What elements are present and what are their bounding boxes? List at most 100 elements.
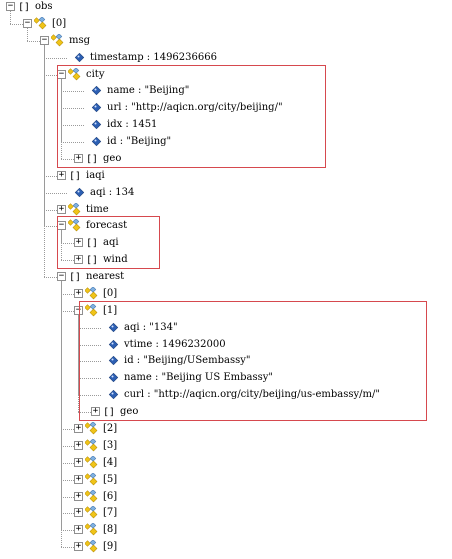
tree-node[interactable]: id : "Beijing/USembassy"	[0, 354, 452, 368]
value-icon	[108, 372, 120, 384]
tree-guide-line	[61, 142, 84, 143]
expand-toggle[interactable]: +	[74, 524, 83, 534]
expand-toggle[interactable]: +	[74, 491, 83, 501]
tree-node-label: city	[86, 69, 105, 80]
expand-toggle[interactable]: +	[57, 204, 66, 214]
array-icon: []	[69, 171, 82, 182]
tree-node[interactable]: +[6]	[0, 489, 452, 504]
tree-guide-line	[61, 108, 84, 109]
tree-node-label: vtime : 1496232000	[124, 339, 226, 350]
tree-node-label: [4]	[103, 457, 118, 468]
expand-toggle[interactable]: +	[74, 237, 83, 247]
tree-node[interactable]: vtime : 1496232000	[0, 338, 452, 352]
value-icon	[91, 136, 103, 148]
tree-node-label: wind	[103, 254, 128, 265]
tree-guide-line	[61, 311, 74, 312]
tree-node-label: curl : "http://aqicn.org/city/beijing/us…	[124, 389, 380, 400]
tree-node[interactable]: + [8]	[0, 522, 452, 537]
tree-node[interactable]: name : "Beijing"	[0, 84, 452, 98]
collapse-toggle[interactable]: −	[74, 305, 83, 315]
expand-toggle[interactable]: +	[91, 406, 100, 416]
tree-node[interactable]: curl : "http://aqicn.org/city/beijing/us…	[0, 388, 452, 402]
tree-guide-line	[44, 45, 45, 277]
object-icon	[84, 455, 99, 470]
collapse-toggle[interactable]: −	[23, 18, 32, 28]
collapse-toggle[interactable]: −	[40, 35, 49, 45]
object-icon	[67, 218, 82, 233]
tree-node[interactable]: + [2]	[0, 421, 452, 436]
tree-node[interactable]: + time	[0, 202, 452, 217]
tree-node[interactable]: +[] wind	[0, 253, 452, 267]
tree-node-label: iaqi	[86, 170, 105, 181]
tree-node[interactable]: aqi : "134"	[0, 321, 452, 335]
tree-node[interactable]: +[]geo	[0, 405, 452, 419]
expand-toggle[interactable]: +	[74, 288, 83, 298]
array-icon: []	[86, 255, 99, 266]
array-icon: []	[86, 238, 99, 249]
tree-node-label: obs	[35, 1, 53, 12]
tree-guide-line	[61, 243, 74, 244]
tree-node[interactable]: +[]geo	[0, 152, 452, 166]
expand-toggle[interactable]: +	[74, 507, 83, 517]
expand-toggle[interactable]: +	[74, 440, 83, 450]
expand-toggle[interactable]: +	[74, 423, 83, 433]
tree-node-label: nearest	[86, 271, 125, 282]
array-icon: []	[18, 2, 31, 13]
object-icon	[84, 505, 99, 520]
tree-node[interactable]: + [3]	[0, 438, 452, 453]
tree-node[interactable]: url : "http://aqicn.org/city/beijing/"	[0, 101, 452, 115]
tree-node[interactable]: +[5]	[0, 472, 452, 487]
object-icon	[84, 472, 99, 487]
tree-guide-line	[61, 125, 84, 126]
tree-guide-line	[78, 315, 79, 412]
expand-toggle[interactable]: +	[74, 153, 83, 163]
collapse-toggle[interactable]: −	[57, 271, 66, 281]
tree-guide-line	[44, 75, 57, 76]
tree-node[interactable]: −forecast	[0, 218, 452, 233]
tree-guide-line	[61, 260, 74, 261]
tree-node[interactable]: +[7]	[0, 505, 452, 520]
tree-node[interactable]: − [1]	[0, 303, 452, 318]
tree-node[interactable]: −[] obs	[0, 0, 452, 14]
highlight-nearest-1	[79, 301, 427, 421]
expand-toggle[interactable]: +	[57, 170, 66, 180]
tree-node[interactable]: − msg	[0, 33, 452, 48]
tree-node[interactable]: +[9]	[0, 539, 452, 554]
value-icon	[108, 355, 120, 367]
value-icon	[108, 339, 120, 351]
tree-node[interactable]: − [0]	[0, 16, 452, 31]
tree-node[interactable]: −[]nearest	[0, 270, 452, 284]
object-icon	[84, 522, 99, 537]
tree-node[interactable]: id : "Beijing"	[0, 135, 452, 149]
tree-node[interactable]: timestamp : 1496236666	[0, 51, 452, 65]
tree-node[interactable]: +[0]	[0, 286, 452, 301]
tree-node-label: [2]	[103, 423, 118, 434]
expand-toggle[interactable]: +	[74, 457, 83, 467]
tree-node-label: [8]	[103, 524, 118, 535]
tree-guide-line	[44, 193, 67, 194]
tree-node[interactable]: aqi : 134	[0, 186, 452, 200]
tree-node[interactable]: +[] iaqi	[0, 169, 452, 183]
tree-node-label: [1]	[103, 305, 118, 316]
expand-toggle[interactable]: +	[74, 254, 83, 264]
object-icon	[84, 303, 99, 318]
object-icon	[50, 33, 65, 48]
tree-node-label: forecast	[86, 220, 128, 231]
tree-node-label: [3]	[103, 440, 118, 451]
tree-node-label: msg	[69, 35, 91, 46]
tree-guide-line	[44, 277, 57, 278]
tree-node[interactable]: +[]aqi	[0, 236, 452, 250]
tree-guide-line	[61, 230, 62, 260]
collapse-toggle[interactable]: −	[6, 1, 15, 11]
tree-guide-line	[27, 41, 40, 42]
tree-node-label: time	[86, 204, 109, 215]
tree-guide-line	[78, 412, 91, 413]
tree-node[interactable]: name : "Beijing US Embassy"	[0, 371, 452, 385]
tree-node[interactable]: + [4]	[0, 455, 452, 470]
tree-node-label: id : "Beijing/USembassy"	[124, 355, 251, 366]
tree-node[interactable]: idx : 1451	[0, 118, 452, 132]
tree-node-label: [0]	[52, 18, 67, 29]
expand-toggle[interactable]: +	[74, 541, 83, 551]
tree-node-label: id : "Beijing"	[107, 136, 172, 147]
